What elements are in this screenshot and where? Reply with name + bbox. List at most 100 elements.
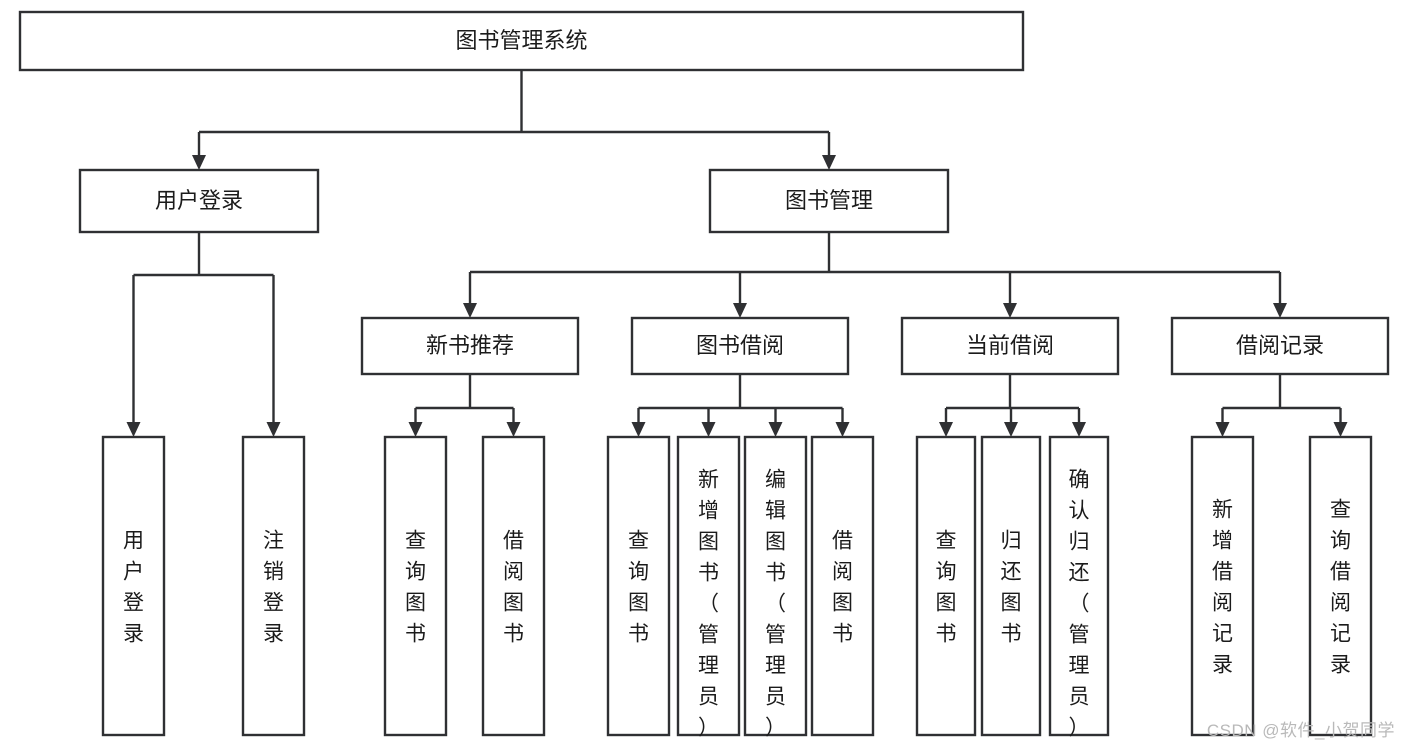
node-book-manage-box[interactable]	[708, 168, 950, 234]
node-user-login[interactable]: 用户登录	[78, 168, 320, 234]
svg-text:图: 图	[405, 592, 426, 615]
svg-text:图: 图	[765, 531, 786, 554]
leaf-leaf-query-book-1-box[interactable]	[383, 435, 448, 737]
leaf-leaf-edit-book-box[interactable]	[743, 435, 808, 737]
node-book-borrow-box[interactable]	[630, 316, 850, 376]
connector-branch-head	[701, 422, 716, 437]
leaf-leaf-query-record-box[interactable]	[1308, 435, 1373, 737]
leaf-leaf-borrow-book-1-box[interactable]	[481, 435, 546, 737]
leaf-leaf-query-book-3-box[interactable]	[915, 435, 977, 737]
svg-text:询: 询	[405, 561, 426, 584]
svg-text:管: 管	[1069, 624, 1090, 647]
svg-text:书: 书	[503, 623, 524, 646]
svg-text:）: ）	[698, 717, 719, 740]
connector-branch-head	[506, 422, 521, 437]
svg-text:书: 书	[832, 623, 853, 646]
svg-text:图: 图	[936, 592, 957, 615]
svg-text:）: ）	[1069, 717, 1090, 740]
node-new-book-recommend[interactable]: 新书推荐	[360, 316, 580, 376]
node-current-borrow-label: 当前借阅	[966, 333, 1054, 358]
svg-text:编: 编	[765, 469, 786, 492]
leaf-leaf-confirm-return-box[interactable]	[1048, 435, 1110, 737]
node-user-login-box[interactable]	[78, 168, 320, 234]
connector-branch-head	[768, 422, 783, 437]
root-node-box[interactable]	[18, 10, 1025, 72]
svg-text:阅: 阅	[832, 561, 853, 584]
node-borrow-record[interactable]: 借阅记录	[1170, 316, 1390, 376]
connector-branch-head	[266, 422, 281, 437]
leaf-leaf-user-login-box[interactable]	[101, 435, 166, 737]
root-node[interactable]: 图书管理系统	[18, 10, 1025, 72]
leaf-leaf-borrow-book-2-box[interactable]	[810, 435, 875, 737]
svg-text:注: 注	[263, 530, 284, 553]
svg-text:归: 归	[1069, 531, 1090, 554]
svg-text:阅: 阅	[503, 561, 524, 584]
svg-text:确: 确	[1069, 469, 1090, 492]
connector-branch-head	[631, 422, 646, 437]
svg-text:借: 借	[832, 530, 853, 553]
node-borrow-record-label: 借阅记录	[1236, 333, 1324, 358]
node-book-manage[interactable]: 图书管理	[708, 168, 950, 234]
svg-text:书: 书	[1001, 623, 1022, 646]
node-new-book-recommend-box[interactable]	[360, 316, 580, 376]
svg-text:户: 户	[123, 561, 144, 584]
svg-text:（: （	[765, 593, 786, 616]
svg-text:查: 查	[405, 530, 426, 553]
connector-branch-head	[1003, 303, 1017, 318]
node-new-book-recommend-label: 新书推荐	[426, 333, 514, 358]
svg-text:销: 销	[263, 561, 284, 584]
leaf-leaf-add-record-box[interactable]	[1190, 435, 1255, 737]
svg-text:借: 借	[1212, 561, 1233, 584]
svg-text:阅: 阅	[1330, 592, 1351, 615]
node-current-borrow-box[interactable]	[900, 316, 1120, 376]
node-book-borrow[interactable]: 图书借阅	[630, 316, 850, 376]
root-node-label: 图书管理系统	[455, 28, 587, 53]
svg-text:查: 查	[628, 530, 649, 553]
svg-text:理: 理	[698, 655, 719, 678]
leaf-leaf-user-login[interactable]: 用户登录	[101, 435, 166, 737]
svg-text:阅: 阅	[1212, 592, 1233, 615]
svg-text:询: 询	[628, 561, 649, 584]
leaf-leaf-add-book-box[interactable]	[676, 435, 741, 737]
svg-text:用: 用	[123, 530, 144, 553]
leaf-leaf-return-book-box[interactable]	[980, 435, 1042, 737]
connector-branch-head	[733, 303, 747, 318]
svg-text:书: 书	[628, 623, 649, 646]
svg-text:增: 增	[698, 500, 719, 523]
svg-text:书: 书	[405, 623, 426, 646]
svg-text:录: 录	[1330, 654, 1351, 677]
svg-text:认: 认	[1069, 500, 1090, 523]
svg-text:书: 书	[698, 562, 719, 585]
node-borrow-record-box[interactable]	[1170, 316, 1390, 376]
node-current-borrow[interactable]: 当前借阅	[900, 316, 1120, 376]
connector-branch-head	[126, 422, 141, 437]
connector-branch-head	[1333, 422, 1348, 437]
leaf-leaf-logout-box[interactable]	[241, 435, 306, 737]
leaf-leaf-query-book-2-box[interactable]	[606, 435, 671, 737]
svg-text:管: 管	[765, 624, 786, 647]
svg-text:书: 书	[936, 623, 957, 646]
svg-text:录: 录	[123, 623, 144, 646]
svg-text:新: 新	[1212, 499, 1233, 522]
watermark-text: CSDN @软件_小贺同学	[1206, 721, 1395, 740]
